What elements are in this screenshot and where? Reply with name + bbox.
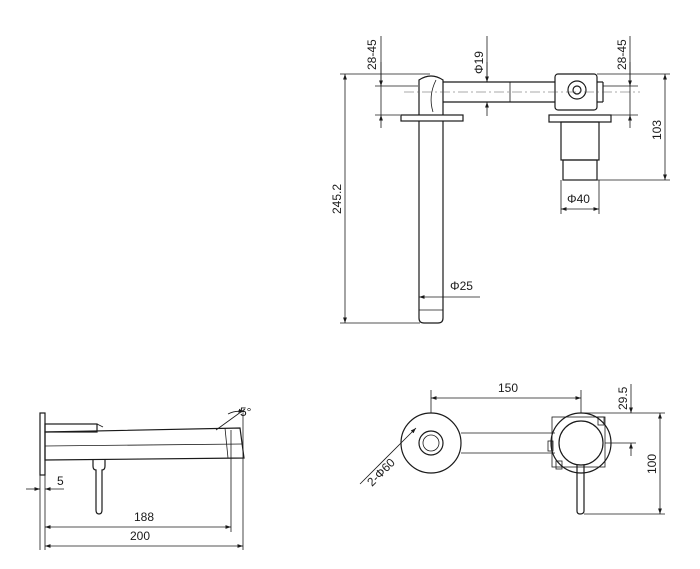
dim-total-length: 200 — [130, 529, 150, 543]
cartridge-circle — [567, 80, 587, 100]
dim-plate-dia: 2-Φ60 — [364, 455, 398, 489]
front-view: 150 29.5 100 2-Φ60 — [359, 381, 665, 515]
dim-height: 100 — [645, 454, 659, 474]
dim-right-overall: 103 — [650, 120, 664, 140]
dim-spout-tube-dia: Φ25 — [450, 279, 473, 293]
top-view: 245.2 28-45 Φ19 28-45 103 Φ40 Φ25 — [330, 36, 670, 324]
dim-total-height: 245.2 — [330, 184, 344, 214]
spout-cover-plate — [400, 412, 462, 474]
spout-elbow — [418, 75, 444, 115]
mixer-body — [560, 121, 600, 161]
side-wall-plate — [39, 412, 46, 476]
dim-right-height: 28-45 — [615, 39, 629, 70]
mixer-wall-flange — [548, 114, 612, 123]
dim-left-height: 28-45 — [365, 39, 379, 70]
spout-wall-flange — [400, 114, 464, 122]
front-handle — [576, 465, 585, 515]
mixer-cover-plate — [550, 412, 612, 474]
dim-plate: 5 — [57, 474, 64, 488]
side-handle — [92, 460, 106, 515]
mixer-housing — [551, 416, 606, 468]
dim-angle: 5° — [240, 405, 252, 419]
dim-center-distance: 150 — [498, 381, 518, 395]
side-view: 5° 5 188 200 — [26, 405, 252, 550]
dim-body-dia: Φ40 — [567, 192, 590, 206]
dim-spout-length: 188 — [134, 510, 154, 524]
spout-tube — [418, 121, 444, 324]
side-spout — [44, 427, 245, 461]
dim-spout-dia: Φ19 — [472, 51, 486, 74]
mixer-handle-base — [562, 159, 598, 181]
dim-offset: 29.5 — [616, 386, 630, 410]
